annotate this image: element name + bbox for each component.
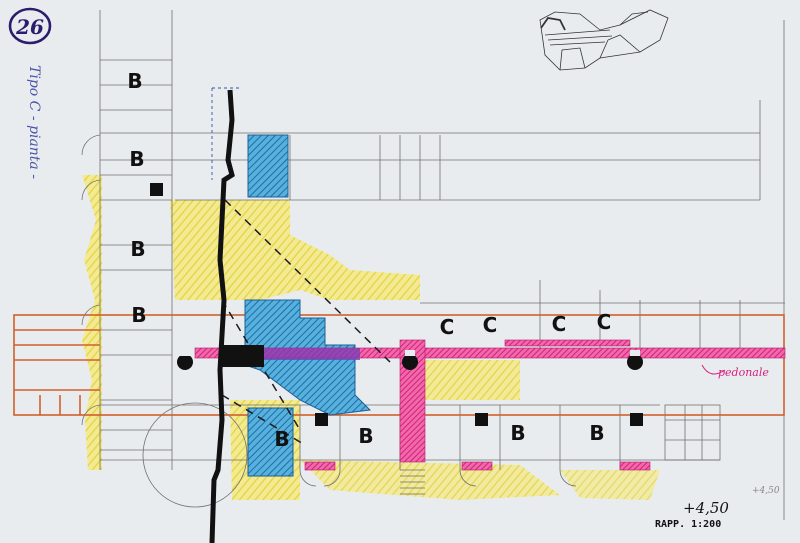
block-labels: B B B B B B B B C C C C [127, 69, 611, 451]
block-label-b: B [127, 69, 142, 93]
scale-note: RAPP. 1:200 [655, 519, 721, 530]
pedonale-leader [701, 364, 726, 375]
block-label-b: B [274, 427, 289, 451]
corner-level-note: +4,50 [752, 486, 780, 496]
block-label-b: B [129, 147, 144, 171]
block-label-b: B [358, 424, 373, 448]
sheet-number-circle [8, 7, 52, 45]
ink-boundary-line [209, 89, 235, 543]
block-label-b: B [510, 421, 525, 445]
block-label-c: C [483, 313, 498, 337]
block-label-c: C [597, 310, 612, 334]
block-label-c: C [440, 315, 455, 339]
sheet-number: 26 [15, 15, 44, 39]
pedonale-label: pedonale [718, 366, 769, 379]
perspective-sketch [539, 9, 669, 71]
orange-perimeter-lines [13, 314, 785, 416]
block-label-b: B [130, 237, 145, 261]
scale-value: +4,50 [683, 499, 729, 517]
blue-dimension-marks [211, 87, 240, 180]
block-label-b: B [131, 303, 146, 327]
sheet-title: Tipo C - pianta - [26, 65, 42, 179]
block-label-b: B [589, 421, 604, 445]
block-label-c: C [552, 312, 567, 336]
structural-pillars [150, 183, 643, 426]
purple-overlap [260, 348, 360, 360]
ink-column-block [222, 345, 264, 367]
